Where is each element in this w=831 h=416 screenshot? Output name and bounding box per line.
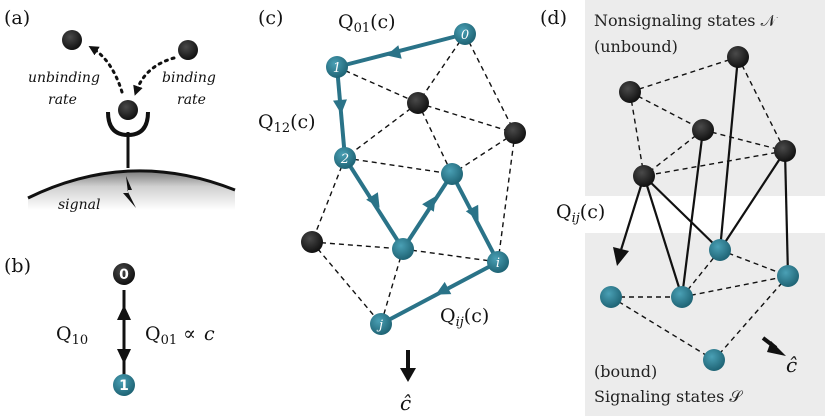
- panel-d: (d) Nonsignaling states 𝒩 (unbound) (bou…: [540, 0, 825, 416]
- bound-label: (bound): [594, 362, 657, 381]
- panel-d-label: (d): [540, 7, 567, 29]
- unbound-label: (unbound): [594, 37, 678, 56]
- panel-c-dashed-edges: [311, 33, 516, 325]
- cell-membrane-edge: [27, 169, 236, 200]
- panel-d-teal-node: [777, 265, 799, 287]
- state-0-label: 0: [119, 267, 129, 283]
- node-0-label: 0: [461, 28, 469, 43]
- panel-c-teal-path: [335, 32, 500, 326]
- binding-arrow: [133, 56, 176, 96]
- panel-d-teal-node: [671, 286, 693, 308]
- rate-q10: Q10: [56, 323, 88, 348]
- rate-qijc-label-d: Qij(c): [556, 201, 605, 226]
- state-1-label: 1: [119, 378, 129, 394]
- panel-d-dark-node: [774, 140, 796, 162]
- unbinding-label: unbinding: [28, 70, 100, 86]
- binding-label: binding: [162, 70, 216, 86]
- receptor-cup: [106, 111, 150, 138]
- panel-a: (a) unbinding rate binding rate signal: [4, 7, 236, 213]
- rate-q12c-label: Q12(c): [258, 111, 316, 136]
- panel-d-dark-node: [692, 119, 714, 141]
- node-j-label: j: [376, 318, 383, 333]
- panel-c-teal-node: [392, 238, 414, 260]
- panel-d-dark-node: [633, 165, 655, 187]
- panel-c: (c): [258, 7, 526, 415]
- state-1-node: [113, 374, 135, 396]
- signaling-title: Signaling states 𝒮: [594, 387, 743, 406]
- nonsignaling-title: Nonsignaling states 𝒩: [594, 11, 779, 30]
- panel-c-node-j: [370, 313, 392, 335]
- panel-d-dark-node: [619, 81, 641, 103]
- unbinding-arrow: [88, 45, 124, 94]
- binding-rate-label: rate: [177, 92, 206, 108]
- rate-q01c-label: Q01(c): [338, 11, 396, 36]
- panel-c-teal-node: [441, 163, 463, 185]
- panel-c-node-1: [326, 56, 348, 78]
- cell-membrane: [28, 170, 235, 210]
- panel-d-teal-node: [709, 239, 731, 261]
- signal-label: signal: [58, 197, 100, 213]
- chat-label-d: ĉ: [786, 353, 797, 377]
- panel-d-teal-node: [600, 286, 622, 308]
- panel-c-arrowheads: [333, 45, 479, 295]
- rate-q01: Q01∝c: [145, 323, 215, 348]
- panel-c-dark-node: [407, 92, 429, 114]
- arrow-up-head: [117, 305, 131, 320]
- free-ligand-left: [62, 30, 82, 50]
- node-i-label: i: [496, 256, 500, 271]
- panel-a-label: (a): [4, 7, 30, 29]
- panel-d-solid-edges: [619, 56, 790, 298]
- unbinding-rate-label: rate: [48, 92, 77, 108]
- panel-d-teal-node: [703, 349, 725, 371]
- arrow-down-head: [117, 349, 131, 364]
- panel-c-node-i: [487, 251, 509, 273]
- output-arrow-c-head: [400, 368, 416, 382]
- panel-d-dashed-edges: [610, 56, 789, 361]
- panel-c-label: (c): [258, 7, 283, 29]
- rate-qijc-label: Qij(c): [440, 305, 489, 330]
- node-1-label: 1: [333, 61, 341, 76]
- signaling-region: [585, 233, 825, 416]
- panel-c-node-2: [334, 147, 356, 169]
- panel-b: (b) 0 1 Q10 Q01∝c: [4, 255, 215, 396]
- bound-ligand: [118, 100, 138, 120]
- panel-b-label: (b): [4, 255, 31, 277]
- panel-c-dark-node: [301, 231, 323, 253]
- panel-d-dark-node: [727, 46, 749, 68]
- chat-label-c: ĉ: [400, 391, 411, 415]
- panel-c-node-0: [454, 23, 476, 45]
- panel-d-qij-arrowhead: [613, 247, 629, 266]
- node-2-label: 2: [340, 152, 349, 167]
- state-0-node: [113, 263, 135, 285]
- free-ligand-right: [178, 40, 198, 60]
- panel-c-dark-node: [504, 122, 526, 144]
- output-arrow-d-head: [767, 341, 786, 356]
